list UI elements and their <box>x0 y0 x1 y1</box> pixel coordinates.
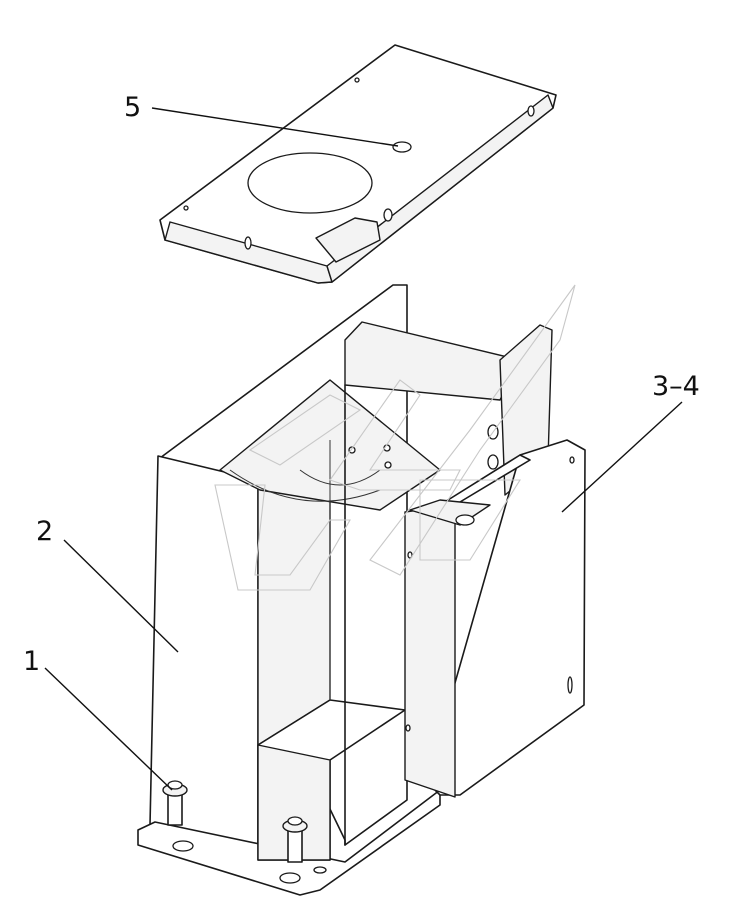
cover-round-opening <box>247 152 373 214</box>
callout-5: 5 <box>124 92 141 123</box>
leader-3-4 <box>561 401 683 513</box>
callout-2: 2 <box>36 516 53 547</box>
callout-3-4: 3–4 <box>652 371 700 402</box>
part-5-top-cover <box>159 44 557 284</box>
part-1-bolt-right <box>282 816 308 863</box>
leader-1 <box>44 667 173 791</box>
leader-2 <box>63 539 179 653</box>
callout-1: 1 <box>23 646 40 677</box>
watermark-logo <box>214 284 576 591</box>
cover-bolt-hole <box>392 141 412 153</box>
leader-5 <box>151 107 399 147</box>
part-3-4-side-panel <box>404 439 586 798</box>
